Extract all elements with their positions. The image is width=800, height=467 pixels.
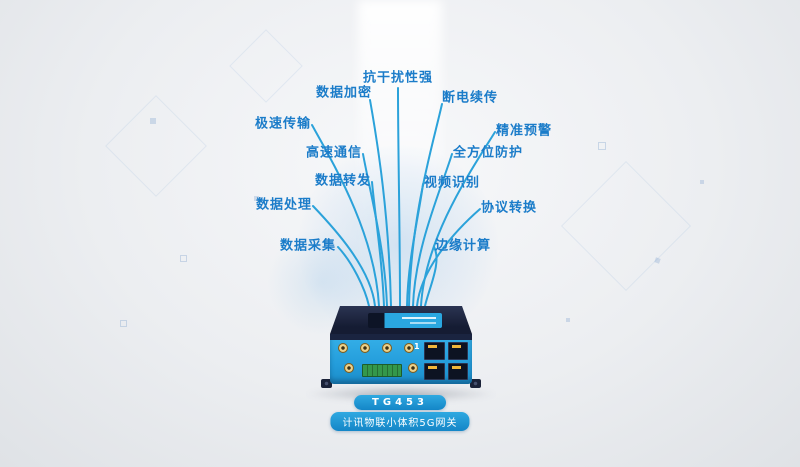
line-anti-interference — [397, 87, 401, 307]
feature-label-all-round-protection: 全方位防护 — [452, 145, 524, 161]
line-data-processing — [312, 205, 376, 307]
square-decor — [566, 318, 570, 322]
ethernet-port — [424, 362, 445, 380]
port-led — [451, 365, 461, 369]
feature-label-precise-warning: 精准预警 — [495, 123, 553, 139]
port-number-label: 1 — [414, 342, 420, 351]
line-video-recognition — [406, 183, 424, 307]
gateway-device: 1 — [304, 306, 498, 402]
front-panel-top-edge — [330, 334, 472, 340]
terminal-block — [362, 364, 402, 377]
model-badge: TG453 — [354, 395, 446, 410]
feature-label-anti-interference: 抗干扰性强 — [362, 70, 434, 86]
line-edge-computing — [424, 246, 438, 307]
square-decor — [120, 320, 127, 327]
line-data-forwarding — [371, 181, 385, 307]
feature-label-high-speed-comm: 高速通信 — [305, 145, 363, 161]
feature-label-edge-computing: 边缘计算 — [434, 238, 492, 254]
port-led — [428, 345, 437, 348]
sticker-print — [410, 322, 436, 324]
line-data-encryption — [369, 99, 392, 307]
antenna-connector-icon — [360, 343, 370, 353]
description-badge: 计讯物联小体积5G网关 — [330, 412, 470, 431]
feature-label-resume-transfer: 断电续传 — [441, 90, 499, 106]
device-top-face — [330, 306, 472, 334]
line-all-round-protection — [412, 153, 453, 307]
feature-label-protocol-conversion: 协议转换 — [480, 200, 538, 216]
port-led — [428, 365, 437, 369]
line-data-collection — [337, 246, 370, 307]
antenna-connector-icon — [382, 343, 392, 353]
feature-label-data-forwarding: 数据转发 — [314, 173, 372, 189]
square-decor — [598, 142, 606, 150]
sticker-print — [402, 317, 436, 319]
mounting-ear-left — [321, 379, 332, 388]
antenna-connector-icon — [408, 363, 418, 373]
feature-label-fast-transmission: 极速传输 — [254, 116, 312, 132]
ethernet-port — [447, 362, 468, 380]
device-front-panel: 1 — [330, 334, 472, 384]
ethernet-port — [447, 342, 468, 360]
square-decor — [180, 255, 187, 262]
feature-label-data-collection: 数据采集 — [279, 238, 337, 254]
square-decor — [254, 196, 259, 201]
device-shadow — [304, 386, 498, 402]
antenna-connector-icon — [404, 343, 414, 353]
device-top-sticker — [368, 313, 442, 328]
feature-label-data-encryption: 数据加密 — [315, 85, 373, 101]
ethernet-ports — [424, 342, 468, 380]
port-led — [451, 345, 461, 348]
mounting-ear-right — [470, 379, 481, 388]
line-fast-transmission — [311, 124, 380, 307]
feature-label-data-processing: 数据处理 — [255, 197, 313, 213]
line-protocol-conversion — [416, 208, 481, 307]
antenna-connector-icon — [338, 343, 348, 353]
antenna-connector-icon — [344, 363, 354, 373]
square-decor — [700, 180, 704, 184]
feature-label-video-recognition: 视频识别 — [423, 175, 481, 191]
square-decor — [150, 118, 156, 124]
ethernet-port — [424, 342, 445, 360]
